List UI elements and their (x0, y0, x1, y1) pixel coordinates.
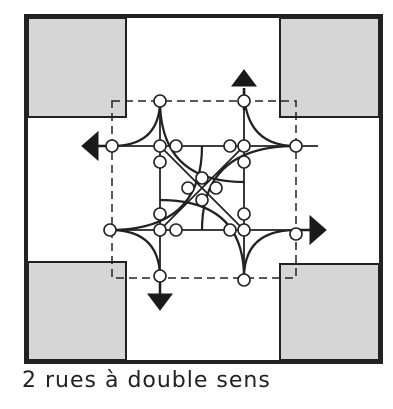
arrow-east (309, 214, 327, 246)
arrow-west (81, 130, 99, 162)
conflict-point (289, 139, 303, 153)
conflict-point (209, 181, 223, 195)
conflict-point (105, 139, 119, 153)
arrow-north (231, 69, 257, 87)
arrow-south (147, 293, 173, 311)
conflict-point (103, 223, 117, 237)
conflict-point (195, 171, 209, 185)
conflict-point (181, 181, 195, 195)
conflict-point (237, 139, 251, 153)
conflict-point (169, 139, 183, 153)
block-bottom-right (279, 263, 380, 361)
conflict-point (153, 139, 167, 153)
conflict-point (237, 273, 251, 287)
block-top-right (279, 17, 380, 118)
conflict-point (289, 227, 303, 241)
conflict-point (237, 207, 251, 221)
direction-arrows (81, 69, 327, 311)
dashed-guide (111, 100, 297, 279)
conflict-point (153, 207, 167, 221)
conflict-points (103, 94, 303, 287)
conflict-point (195, 193, 209, 207)
block-top-left (27, 17, 127, 118)
conflict-point (153, 223, 167, 237)
conflict-point (223, 139, 237, 153)
conflict-point (237, 155, 251, 169)
conflict-point (153, 94, 167, 108)
block-bottom-left (27, 261, 127, 361)
conflict-point (237, 223, 251, 237)
conflict-point (237, 94, 251, 108)
conflict-point (153, 155, 167, 169)
figure-caption: 2 rues à double sens (22, 368, 271, 393)
conflict-point (153, 269, 167, 283)
conflict-point (223, 223, 237, 237)
conflict-point (169, 223, 183, 237)
